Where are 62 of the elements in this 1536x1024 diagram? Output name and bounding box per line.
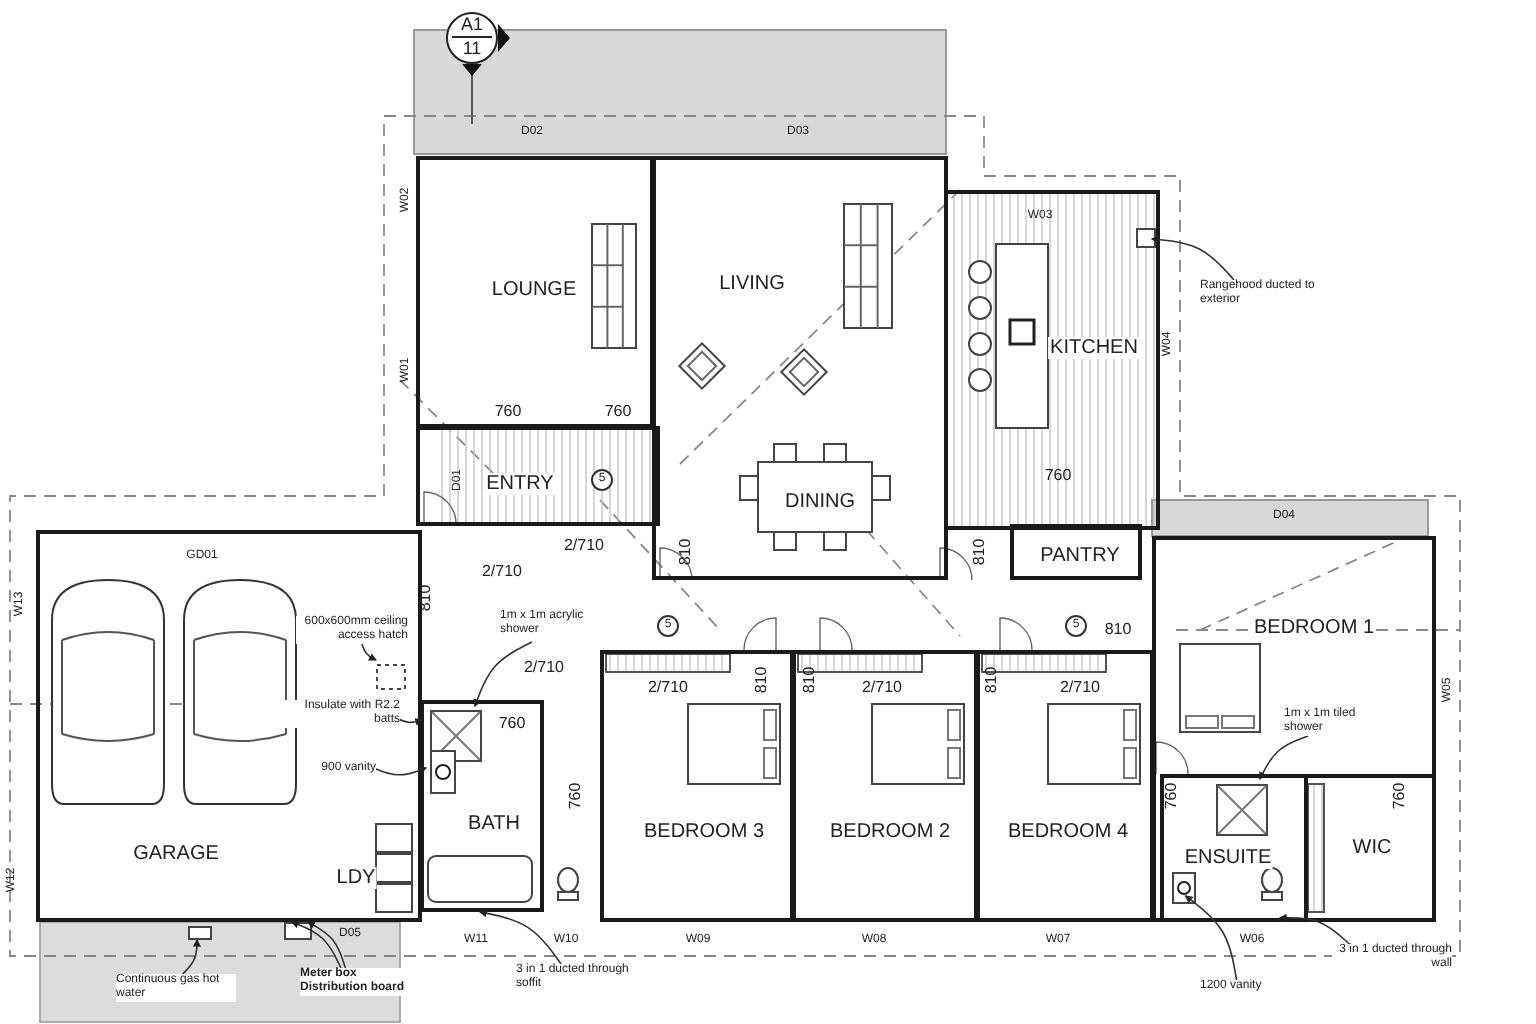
room-label: ENTRY bbox=[484, 473, 556, 495]
leader-line bbox=[473, 641, 533, 708]
leader-line bbox=[306, 921, 347, 969]
section-marker-text: A1 bbox=[452, 14, 492, 38]
room bbox=[1160, 774, 1308, 922]
dimension-text: 2/710 bbox=[647, 680, 689, 696]
dimension-text: 760 bbox=[1392, 782, 1408, 810]
room bbox=[600, 650, 794, 922]
dimension-text: 2/710 bbox=[523, 660, 565, 676]
room bbox=[652, 156, 948, 580]
dimension-text: 810 bbox=[802, 666, 818, 694]
room-label: LOUNGE bbox=[489, 279, 579, 301]
room bbox=[1010, 524, 1142, 580]
room-label: BEDROOM 1 bbox=[1252, 617, 1376, 639]
room-label: LIVING bbox=[717, 273, 787, 295]
room-label: BEDROOM 4 bbox=[1006, 821, 1130, 843]
room-label: BEDROOM 3 bbox=[642, 821, 766, 843]
dimension-text: 760 bbox=[1044, 468, 1072, 484]
leader-line bbox=[1184, 895, 1238, 981]
room-label: LDY bbox=[334, 867, 378, 889]
room-label: KITCHEN bbox=[1048, 337, 1140, 359]
dimension-text: 760 bbox=[494, 404, 522, 420]
leader-line bbox=[395, 716, 424, 726]
dimension-text: 760 bbox=[568, 782, 584, 810]
dimension-text: 760 bbox=[1164, 782, 1180, 810]
room-label: ENSUITE bbox=[1182, 847, 1274, 869]
leader-line bbox=[478, 909, 562, 965]
leader-line bbox=[1150, 235, 1235, 281]
dimension-text: 760 bbox=[604, 404, 632, 420]
dimension-text: 810 bbox=[972, 538, 988, 566]
room bbox=[1152, 536, 1436, 922]
room-label: WIC bbox=[1350, 837, 1394, 859]
room-label: DINING bbox=[783, 491, 857, 513]
room-label: PANTRY bbox=[1038, 545, 1122, 567]
leader-line bbox=[1278, 913, 1351, 945]
leader-line bbox=[1259, 735, 1309, 780]
room-label: BATH bbox=[466, 813, 522, 835]
leader-line bbox=[181, 938, 201, 975]
dimension-text: 2/710 bbox=[563, 538, 605, 554]
dimension-text: 760 bbox=[498, 716, 526, 732]
room bbox=[792, 650, 978, 922]
dimension-text: 810 bbox=[754, 666, 770, 694]
room bbox=[420, 700, 544, 912]
dimension-text: 2/710 bbox=[1059, 680, 1101, 696]
room bbox=[36, 530, 422, 922]
section-marker-text: 11 bbox=[460, 38, 484, 60]
room bbox=[976, 650, 1154, 922]
room bbox=[416, 156, 654, 428]
room-label: BEDROOM 2 bbox=[828, 821, 952, 843]
leader-line bbox=[361, 643, 377, 661]
leader-line bbox=[290, 920, 342, 969]
dimension-text: 810 bbox=[984, 666, 1000, 694]
section-marker bbox=[446, 12, 498, 64]
dimension-text: 2/710 bbox=[481, 564, 523, 580]
dimension-text: 810 bbox=[1104, 622, 1132, 638]
room bbox=[944, 190, 1160, 530]
room-label: GARAGE bbox=[131, 843, 221, 865]
dimension-text: 810 bbox=[678, 538, 694, 566]
room bbox=[416, 426, 660, 526]
dimension-text: 2/710 bbox=[861, 680, 903, 696]
dimension-text: 810 bbox=[418, 584, 434, 612]
leader-line bbox=[371, 766, 428, 776]
